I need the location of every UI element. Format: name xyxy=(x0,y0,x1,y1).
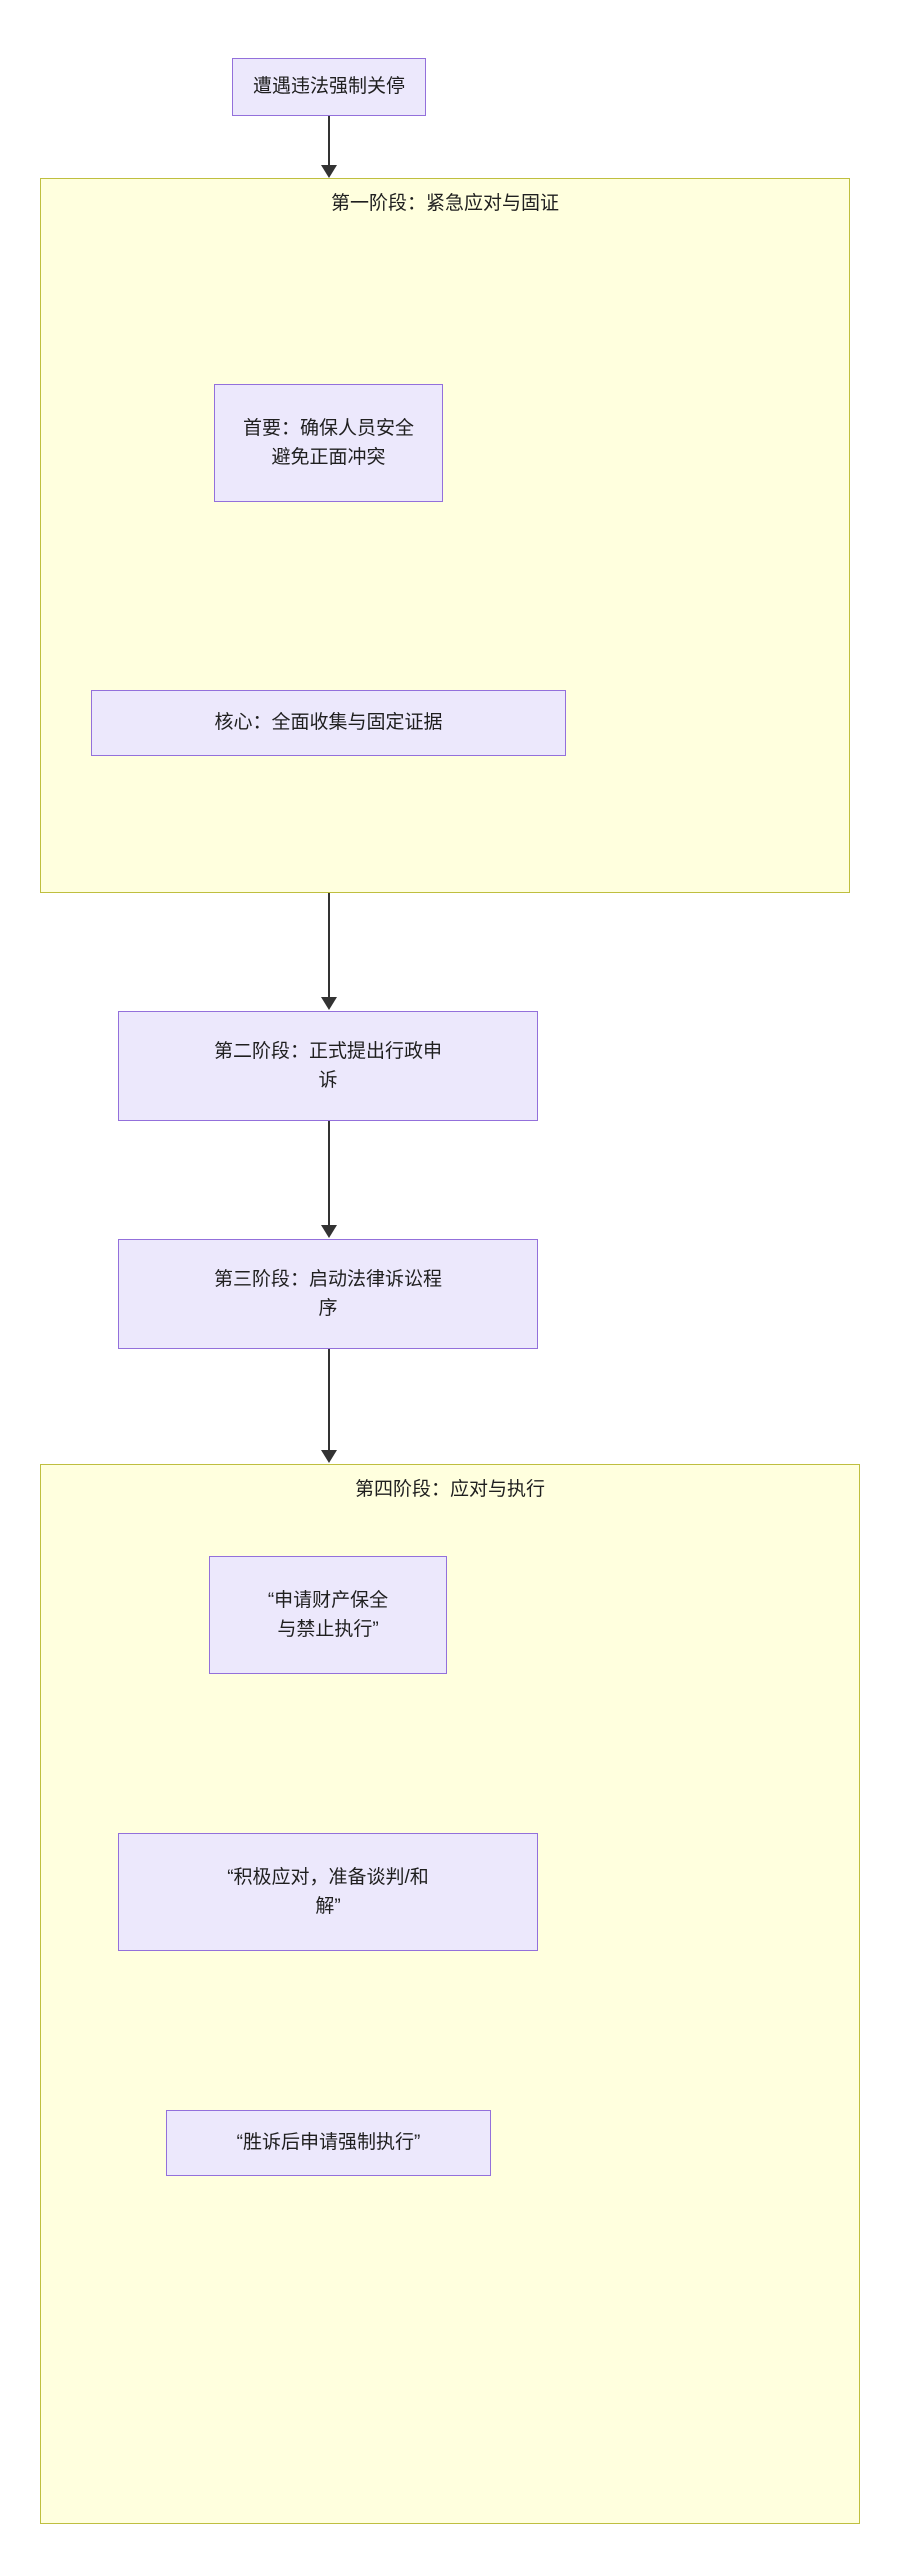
edge-phase2-to-phase3 xyxy=(321,1121,337,1239)
edge-start-to-phase1 xyxy=(321,116,337,178)
node-phase1-evidence-label: 核心：全面收集与固定证据 xyxy=(214,712,443,734)
arrowhead-icon xyxy=(321,1450,337,1463)
cluster-phase-1-title: 第一阶段：紧急应对与固证 xyxy=(40,192,850,216)
cluster-phase-4-title: 第四阶段：应对与执行 xyxy=(40,1478,860,1502)
edge-line xyxy=(328,893,330,998)
node-phase4-negotiation-line2: 解” xyxy=(315,1896,341,1917)
node-phase-3-line1: 第三阶段：启动法律诉讼程 xyxy=(213,1268,442,1290)
node-phase-2-line2: 诉 xyxy=(318,1070,338,1091)
arrowhead-icon xyxy=(321,1225,337,1238)
node-phase4-negotiation[interactable]: “积极应对，准备谈判/和 解” xyxy=(118,1833,538,1951)
node-phase4-preservation-line1: “申请财产保全 xyxy=(267,1589,389,1611)
edge-line xyxy=(328,1121,330,1226)
node-phase4-enforcement[interactable]: “胜诉后申请强制执行” xyxy=(166,2110,491,2176)
cluster-phase-1-title-text: 第一阶段：紧急应对与固证 xyxy=(330,193,559,214)
node-phase4-enforcement-label: “胜诉后申请强制执行” xyxy=(236,2132,421,2154)
edge-line xyxy=(328,116,330,166)
node-phase4-preservation[interactable]: “申请财产保全 与禁止执行” xyxy=(209,1556,447,1674)
edge-phase3-to-phase4 xyxy=(321,1349,337,1464)
node-phase4-preservation-line2: 与禁止执行” xyxy=(277,1619,379,1640)
node-phase-2-line1: 第二阶段：正式提出行政申 xyxy=(213,1040,442,1062)
node-phase-2[interactable]: 第二阶段：正式提出行政申 诉 xyxy=(118,1011,538,1121)
cluster-phase-4 xyxy=(40,1464,860,2524)
node-phase-3-line2: 序 xyxy=(318,1298,338,1319)
node-phase1-evidence[interactable]: 核心：全面收集与固定证据 xyxy=(91,690,566,756)
node-start[interactable]: 遭遇违法强制关停 xyxy=(232,58,426,116)
cluster-phase-1 xyxy=(40,178,850,893)
edge-line xyxy=(328,1349,330,1451)
node-phase1-safety-line1: 首要：确保人员安全 xyxy=(242,417,414,439)
node-phase1-safety-line2: 避免正面冲突 xyxy=(271,447,386,468)
edge-phase1-to-phase2 xyxy=(321,893,337,1011)
node-start-label: 遭遇违法强制关停 xyxy=(252,76,405,98)
node-phase1-safety[interactable]: 首要：确保人员安全 避免正面冲突 xyxy=(214,384,443,502)
cluster-phase-4-title-text: 第四阶段：应对与执行 xyxy=(354,1479,545,1500)
arrowhead-icon xyxy=(321,997,337,1010)
arrowhead-icon xyxy=(321,165,337,178)
node-phase-3[interactable]: 第三阶段：启动法律诉讼程 序 xyxy=(118,1239,538,1349)
node-phase4-negotiation-line1: “积极应对，准备谈判/和 xyxy=(227,1866,429,1888)
